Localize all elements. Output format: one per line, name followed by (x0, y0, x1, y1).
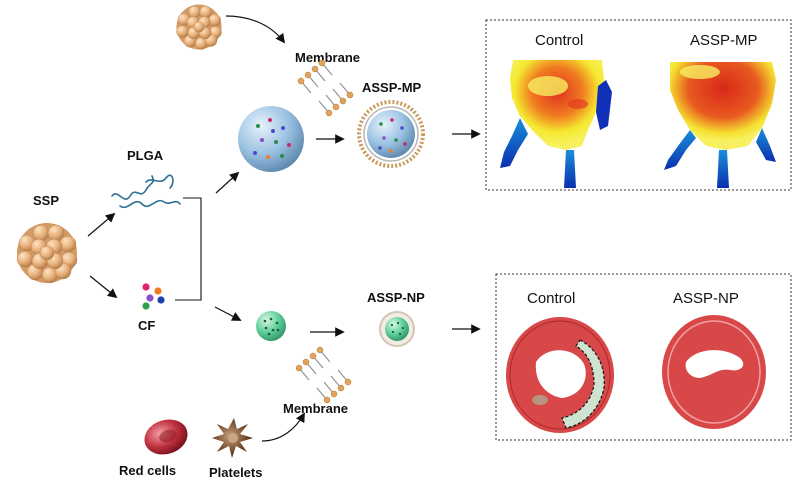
top-cell-cluster-icon (176, 4, 222, 50)
merge-bracket (175, 197, 202, 301)
lipid-bilayer-icon-top (297, 59, 354, 117)
perfusion-image-asspmp (664, 62, 776, 188)
perfusion-image-control (500, 60, 612, 188)
microparticle-icon (238, 106, 304, 172)
ssp-to-plga-arrow (87, 212, 116, 237)
platelets-label: Platelets (209, 465, 262, 480)
platelet-icon (212, 418, 253, 458)
ssp-label: SSP (33, 193, 59, 208)
membrane-bottom-label: Membrane (283, 401, 348, 416)
perfusion-control-label: Control (535, 32, 583, 49)
assp-mp-label: ASSP-MP (362, 80, 422, 95)
cluster-to-membrane-arrow (225, 15, 286, 44)
lipid-bilayer-icon-bottom (295, 346, 352, 404)
ssp-to-cf-arrow (89, 275, 118, 299)
perfusion-asspmp-label: ASSP-MP (690, 32, 758, 49)
red-blood-cell-icon (144, 419, 188, 455)
polymer-strand-icon (111, 174, 181, 209)
heart-section-asspnp (662, 315, 766, 429)
plga-label: PLGA (127, 148, 164, 163)
histology-control-label: Control (527, 290, 575, 307)
ssp-cell-cluster-icon (16, 222, 78, 284)
red-cells-label: Red cells (119, 463, 176, 478)
nanoparticle-icon (256, 311, 286, 341)
assp-mp-coated-particle-icon (357, 100, 425, 168)
heart-section-control (506, 317, 614, 433)
assp-np-label: ASSP-NP (367, 290, 425, 305)
platelets-to-membrane-arrow (261, 412, 305, 442)
cf-label: CF (138, 318, 155, 333)
to-np-arrow (214, 306, 242, 321)
to-mp-arrow (215, 171, 240, 194)
histology-asspnp-label: ASSP-NP (673, 290, 739, 307)
assp-np-coated-particle-icon (379, 311, 415, 347)
membrane-top-label: Membrane (295, 50, 360, 65)
colored-dots-icon (142, 283, 165, 310)
